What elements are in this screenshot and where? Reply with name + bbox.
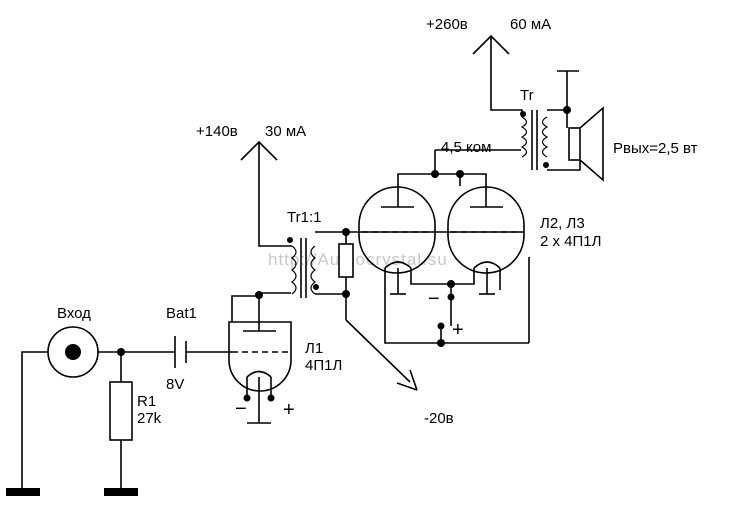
tr-secondary-coil bbox=[541, 116, 549, 158]
tr1-secondary-coil bbox=[310, 245, 316, 295]
l2-l3-plus-sign: + bbox=[452, 319, 464, 341]
secondary-bottom-wire bbox=[547, 160, 581, 171]
arrow-icon bbox=[396, 369, 418, 391]
terminal-dot bbox=[447, 293, 455, 301]
heater-minus-sign: − bbox=[235, 398, 247, 420]
tr1-primary-coil bbox=[291, 245, 297, 295]
junction-dot bbox=[447, 280, 455, 288]
supply-260-wire bbox=[490, 36, 523, 117]
heater-wire bbox=[410, 268, 450, 285]
tr-phase-dot bbox=[520, 111, 526, 117]
battery-value-label: 8V bbox=[166, 376, 184, 393]
heater-wire bbox=[450, 268, 475, 285]
arrow-icon bbox=[472, 34, 510, 55]
terminal-dot bbox=[267, 394, 275, 402]
heater-left-wire bbox=[384, 268, 529, 344]
resistor-name-label: R1 bbox=[137, 393, 156, 410]
l1-screen-wire bbox=[231, 295, 259, 322]
tubes-l2-l3-label: Л2, Л3 bbox=[540, 215, 585, 232]
anodes-parallel-wire bbox=[397, 173, 487, 207]
tr-primary-coil bbox=[520, 116, 528, 158]
ground-symbol-right bbox=[104, 488, 138, 496]
junction-dot bbox=[437, 339, 445, 347]
junction-dot bbox=[342, 290, 350, 298]
tr1-phase-dot bbox=[287, 237, 293, 243]
tr-phase-dot bbox=[543, 162, 549, 168]
resistor-r1 bbox=[109, 381, 133, 441]
battery-name-label: Bat1 bbox=[166, 305, 197, 322]
supply-140-label: +140в bbox=[196, 123, 238, 140]
tube-l1 bbox=[228, 321, 292, 392]
secondary-top-wire bbox=[547, 109, 568, 128]
junction-dot bbox=[431, 170, 439, 178]
bias-label: -20в bbox=[424, 410, 454, 427]
speaker-icon bbox=[568, 106, 604, 182]
watermark-text: http://Audiocrystal.su bbox=[268, 250, 448, 269]
battery-bat1 bbox=[174, 336, 187, 368]
terminal-dot bbox=[243, 394, 251, 402]
heater-plus-sign: + bbox=[283, 399, 295, 421]
input-jack bbox=[47, 326, 99, 378]
tr1-label: Tr1:1 bbox=[287, 209, 321, 226]
tr1-secondary-top-wire bbox=[315, 231, 347, 244]
tr1-phase-dot bbox=[313, 284, 319, 290]
supply-140-wire bbox=[258, 142, 292, 247]
resistor-value-label: 27k bbox=[137, 410, 162, 427]
input-ground-wire bbox=[21, 351, 48, 488]
supply-260-label: +260в bbox=[426, 16, 468, 33]
current-60-label: 60 мА bbox=[510, 16, 551, 33]
current-30-label: 30 мА bbox=[265, 123, 306, 140]
l2-l3-minus-sign: − bbox=[428, 288, 440, 310]
power-output-label: Рвых=2,5 вт bbox=[613, 140, 698, 157]
resistor-grid bbox=[338, 243, 354, 278]
tubes-type-label: 2 х 4П1Л bbox=[540, 233, 602, 250]
input-label: Вход bbox=[57, 305, 91, 322]
tr-label: Tr bbox=[520, 87, 534, 104]
arrow-icon bbox=[240, 140, 278, 161]
ground-symbol-left bbox=[6, 488, 40, 496]
bias-arrow-line bbox=[345, 319, 411, 383]
tube-l1-name-label: Л1 bbox=[305, 340, 323, 357]
impedance-label: 4,5 ком bbox=[441, 139, 491, 156]
tube-l1-type-label: 4П1Л bbox=[305, 357, 342, 374]
